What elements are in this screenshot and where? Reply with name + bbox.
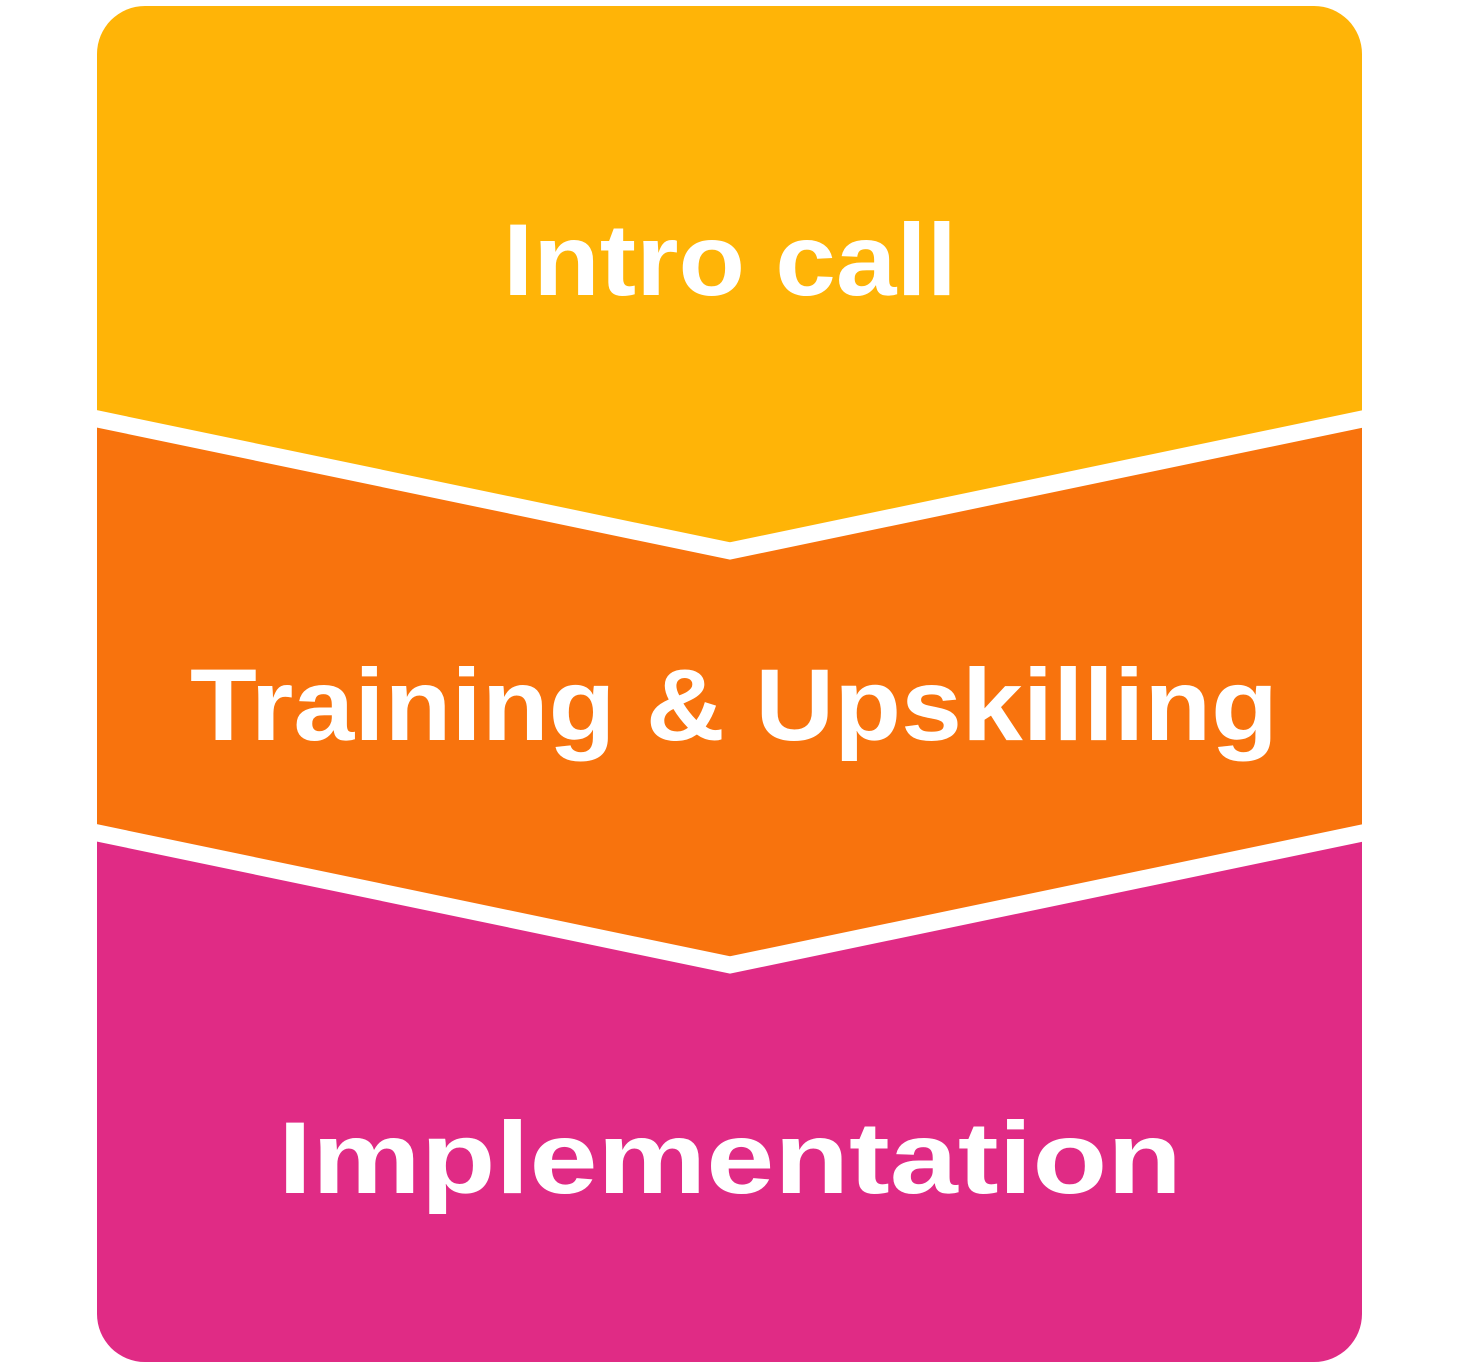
stage-label-implementation: Implementation (278, 1101, 1182, 1215)
separator-chevron-2 (79, 822, 1381, 974)
separator-chevron-1 (79, 408, 1381, 560)
stage-shape-implementation (97, 831, 1362, 1362)
stage-label-intro-call: Intro call (503, 203, 957, 317)
stage-label-training-upskilling: Training & Upskilling (190, 648, 1278, 762)
stage-shape-training-upskilling (97, 417, 1362, 965)
stage-shape-intro-call (97, 6, 1362, 551)
